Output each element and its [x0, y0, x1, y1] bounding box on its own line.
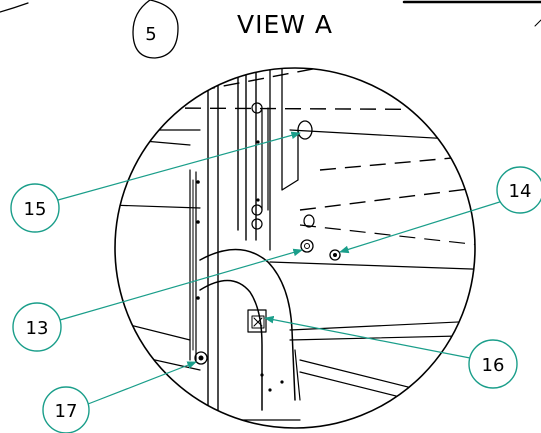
svg-text:16: 16 — [482, 355, 505, 376]
part-17-bolt — [194, 351, 208, 365]
detail-callout-5-label: 5 — [145, 24, 156, 45]
leader-13 — [59, 248, 303, 321]
leader-16 — [264, 315, 471, 359]
part-14-nut — [329, 249, 341, 261]
callout-16: 16 — [468, 339, 518, 389]
svg-text:13: 13 — [26, 318, 49, 339]
callout-15: 15 — [10, 183, 60, 233]
detail-callout-5: 5 — [0, 0, 179, 59]
callout-14: 14 — [496, 166, 541, 214]
part-13-washer — [300, 239, 314, 253]
hardware-bolts — [251, 102, 315, 230]
leader-15 — [57, 131, 301, 201]
view-title: VIEW A — [237, 10, 333, 39]
callout-17: 17 — [42, 386, 90, 433]
detail-circle — [114, 67, 476, 429]
leader-17 — [87, 361, 197, 405]
svg-text:15: 15 — [24, 199, 47, 220]
svg-text:14: 14 — [509, 181, 532, 202]
callout-13: 13 — [12, 302, 62, 352]
svg-text:17: 17 — [55, 401, 78, 422]
part-15-pin — [297, 120, 313, 140]
leader-14 — [339, 199, 507, 254]
